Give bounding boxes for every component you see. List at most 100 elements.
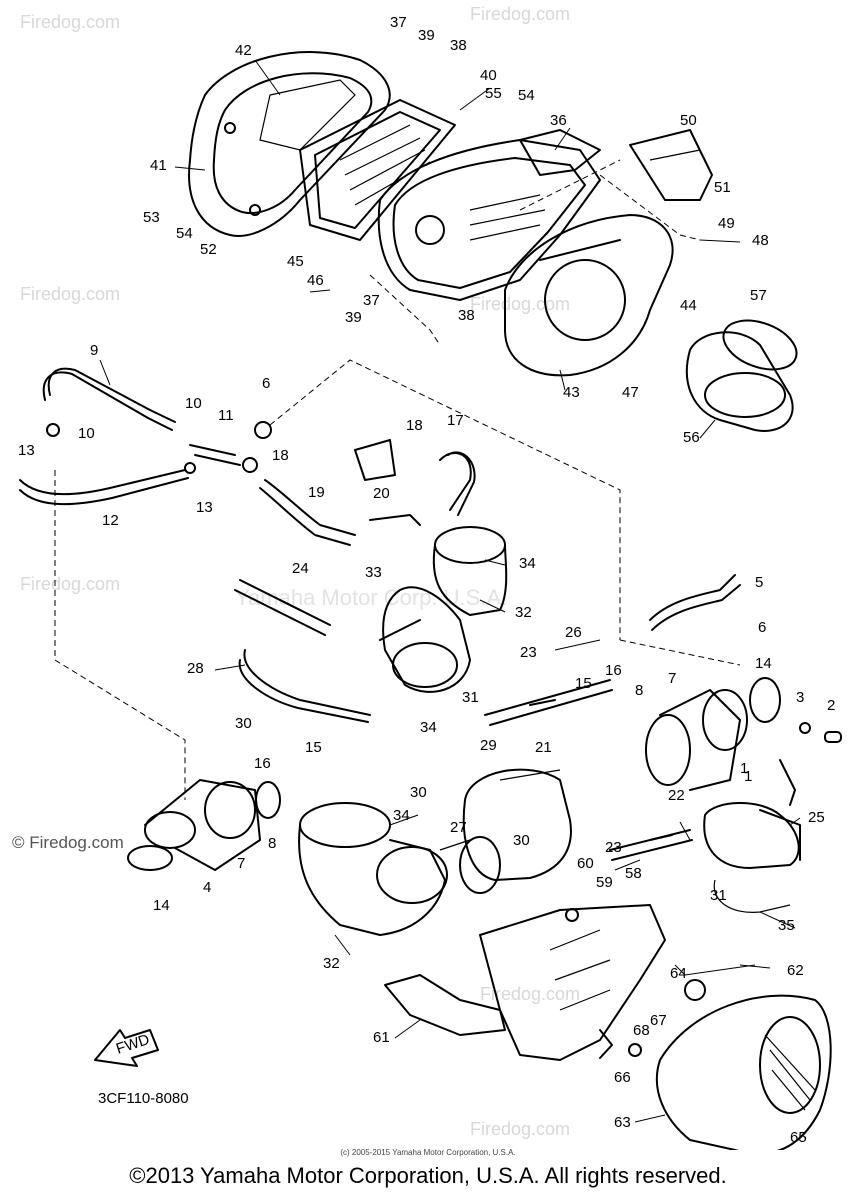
air-filter-cover (188, 51, 391, 237)
callout: 16 (605, 662, 622, 679)
callout: 35 (778, 917, 795, 934)
callout: 6 (758, 619, 766, 636)
callout: 12 (102, 512, 119, 529)
callout: 60 (577, 855, 594, 872)
bracket-50 (629, 129, 713, 201)
callout: 18 (272, 447, 289, 464)
callout: 27 (450, 819, 467, 836)
callout: 63 (614, 1114, 631, 1131)
callout: 58 (625, 865, 642, 882)
callout: 38 (458, 307, 475, 324)
callout-leaders (99, 59, 801, 1123)
callout: 54 (518, 87, 535, 104)
callout: 1 (744, 768, 752, 785)
callout: 22 (668, 787, 685, 804)
callout: 9 (90, 342, 98, 359)
carburetor-right (645, 677, 842, 791)
callout: 13 (196, 499, 213, 516)
callout: 32 (323, 955, 340, 972)
callout: 29 (480, 737, 497, 754)
intake-elbow-56 (685, 319, 798, 432)
callout: 7 (668, 670, 676, 687)
callout: 37 (390, 14, 407, 31)
small-copyright: (c) 2005-2015 Yamaha Motor Corporation, … (340, 1148, 516, 1157)
callout: 46 (307, 272, 324, 289)
callout: 25 (808, 809, 825, 826)
callouts: 37 39 38 42 40 55 54 36 50 41 51 49 48 5… (18, 14, 835, 1146)
callout: 49 (718, 215, 735, 232)
breather-hoses (19, 367, 476, 546)
callout: 26 (565, 624, 582, 641)
callout: 61 (373, 1029, 390, 1046)
callout: 23 (520, 644, 537, 661)
watermark-text: Firedog.com (20, 574, 120, 594)
callout: 16 (254, 755, 271, 772)
callout: 65 (790, 1129, 807, 1146)
rear-bracket (384, 904, 666, 1061)
callout: 42 (235, 42, 252, 59)
callout: 68 (633, 1022, 650, 1039)
callout: 28 (187, 660, 204, 677)
callout: 57 (750, 287, 767, 304)
watermark-text: Firedog.com (20, 284, 120, 304)
callout: 67 (650, 1012, 667, 1029)
watermark-text: Firedog.com (480, 984, 580, 1004)
callout: 52 (200, 241, 217, 258)
callout: 15 (305, 739, 322, 756)
callout: 14 (153, 897, 170, 914)
callout: 15 (575, 675, 592, 692)
callout: 3 (796, 689, 804, 706)
watermark-text: Firedog.com (470, 294, 570, 314)
callout: 55 (485, 85, 502, 102)
callout: 43 (563, 384, 580, 401)
carburetor-25 (703, 759, 801, 913)
center-watermark: Yamaha Motor Corp. U.S.A. (235, 585, 507, 610)
callout: 30 (513, 832, 530, 849)
watermark-text: Firedog.com (20, 12, 120, 32)
callout: 8 (268, 835, 276, 852)
callout: 7 (237, 855, 245, 872)
callout: 6 (262, 375, 270, 392)
hoses-center (234, 574, 741, 861)
callout: 11 (218, 407, 234, 424)
callout: 5 (755, 574, 763, 591)
side-watermark: © Firedog.com (12, 833, 124, 852)
callout: 23 (605, 839, 622, 856)
callout: 10 (78, 425, 95, 442)
callout: 54 (176, 225, 193, 242)
intake-lower-left (127, 779, 281, 871)
leader-lines-top (369, 159, 701, 346)
callout: 62 (787, 962, 804, 979)
callout: 31 (462, 689, 479, 706)
callout: 17 (447, 412, 464, 429)
callout: 1 (740, 760, 748, 777)
intake-boot-lower (298, 768, 572, 936)
callout: 21 (535, 739, 552, 756)
callout: 32 (515, 604, 532, 621)
air-filter-element (299, 99, 456, 241)
side-cover (504, 214, 674, 377)
callout: 33 (365, 564, 382, 581)
watermark-text: Firedog.com (470, 4, 570, 24)
callout: 41 (150, 157, 167, 174)
callout: 8 (635, 682, 643, 699)
callout: 34 (519, 555, 536, 572)
callout: 45 (287, 253, 304, 270)
callout: 51 (714, 179, 731, 196)
callout: 59 (596, 874, 613, 891)
fwd-arrow: FWD 3CF110-8080 (94, 1029, 189, 1107)
callout: 4 (203, 879, 211, 896)
callout: 44 (680, 297, 697, 314)
callout: 31 (710, 887, 727, 904)
callout: 34 (420, 719, 437, 736)
callout: 2 (827, 697, 835, 714)
callout: 37 (363, 292, 380, 309)
callout: 18 (406, 417, 423, 434)
callout: 14 (755, 655, 772, 672)
callout: 38 (450, 37, 467, 54)
callout: 24 (292, 560, 309, 577)
callout: 64 (670, 965, 687, 982)
callout: 56 (683, 429, 700, 446)
callout: 30 (410, 784, 427, 801)
callout: 40 (480, 67, 497, 84)
